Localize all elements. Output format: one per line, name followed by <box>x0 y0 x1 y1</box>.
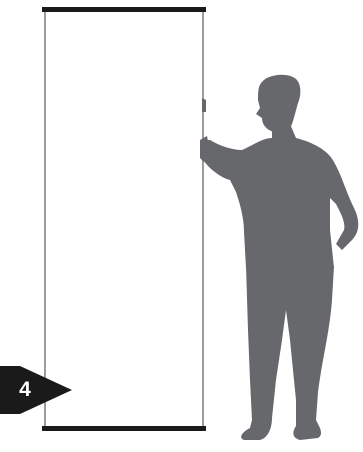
panel-top-edge <box>42 7 206 12</box>
person-legs <box>241 266 334 440</box>
step-badge: 4 <box>0 366 72 414</box>
person-torso <box>203 124 358 268</box>
step-arrow-icon <box>0 366 72 414</box>
person-silhouette-icon <box>200 75 358 440</box>
panel-bottom-edge <box>42 426 206 431</box>
person-head <box>256 75 300 133</box>
person-fingertips <box>202 98 206 112</box>
step-number: 4 <box>14 378 36 402</box>
